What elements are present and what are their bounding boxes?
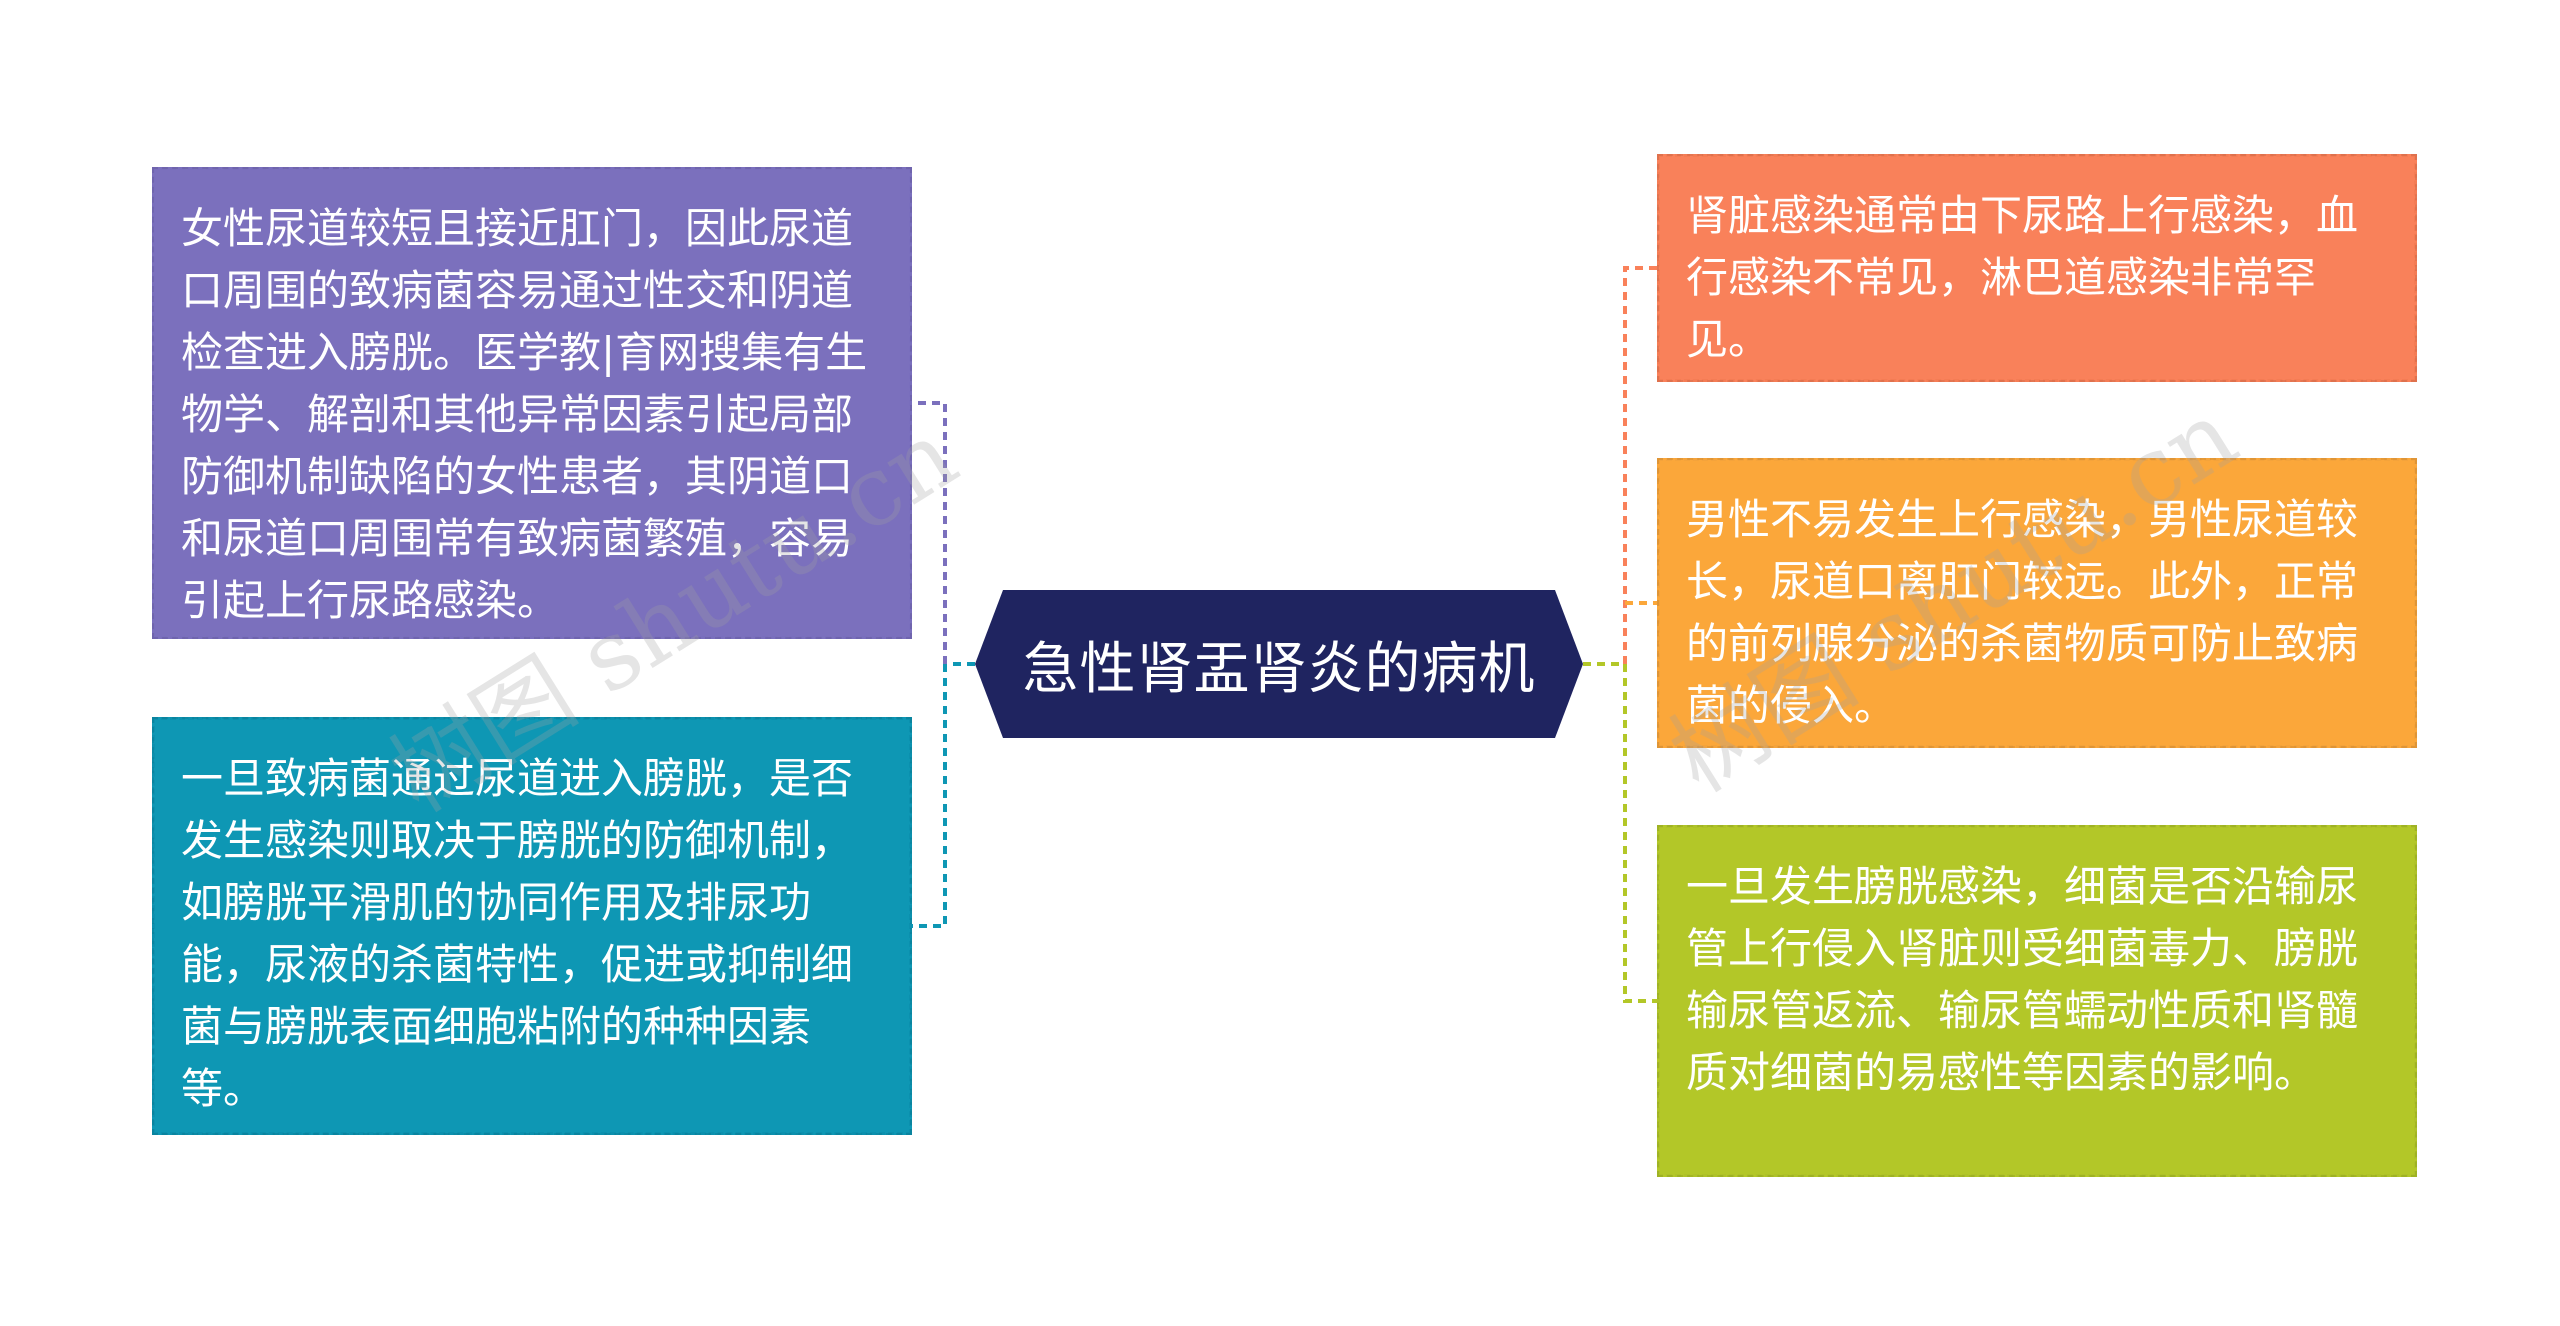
node-text: 男性不易发生上行感染，男性尿道较长，尿道口离肛门较远。此外，正常的前列腺分泌的杀… <box>1686 495 2359 730</box>
center-topic-title: 急性肾盂肾炎的病机 <box>1022 636 1536 702</box>
right-node-male-urethra: 男性不易发生上行感染，男性尿道较长，尿道口离肛门较远。此外，正常的前列腺分泌的杀… <box>1657 458 2417 748</box>
node-text: 肾脏感染通常由下尿路上行感染，血行感染不常见，淋巴道感染非常罕见。 <box>1686 191 2359 364</box>
right-node-kidney-infection: 肾脏感染通常由下尿路上行感染，血行感染不常见，淋巴道感染非常罕见。 <box>1657 154 2417 382</box>
node-text: 一旦发生膀胱感染，细菌是否沿输尿管上行侵入肾脏则受细菌毒力、膀胱输尿管返流、输尿… <box>1686 862 2359 1097</box>
node-text: 一旦致病菌通过尿道进入膀胱，是否发生感染则取决于膀胱的防御机制，如膀胱平滑肌的协… <box>181 754 854 1113</box>
center-hexagon-shape <box>975 590 1583 738</box>
left-node-female-urethra: 女性尿道较短且接近肛门，因此尿道口周围的致病菌容易通过性交和阴道检查进入膀胱。医… <box>152 167 912 639</box>
center-topic-node: 急性肾盂肾炎的病机 <box>975 590 1583 738</box>
node-text: 女性尿道较短且接近肛门，因此尿道口周围的致病菌容易通过性交和阴道检查进入膀胱。医… <box>181 204 868 625</box>
left-node-bladder-defense: 一旦致病菌通过尿道进入膀胱，是否发生感染则取决于膀胱的防御机制，如膀胱平滑肌的协… <box>152 717 912 1135</box>
right-node-bladder-infection: 一旦发生膀胱感染，细菌是否沿输尿管上行侵入肾脏则受细菌毒力、膀胱输尿管返流、输尿… <box>1657 825 2417 1177</box>
